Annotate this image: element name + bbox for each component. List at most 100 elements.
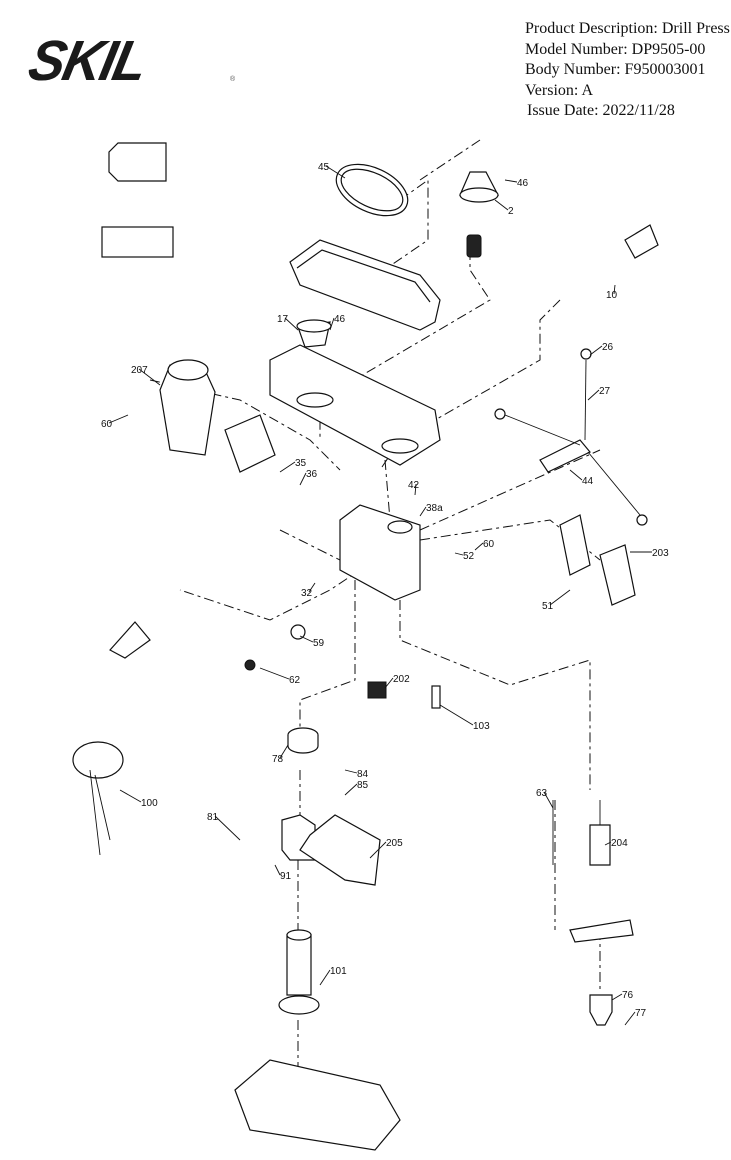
leader-line xyxy=(419,506,427,517)
part-number-label: 17 xyxy=(277,314,289,325)
leader-line xyxy=(259,667,290,680)
leader-line xyxy=(543,791,554,809)
leader-line xyxy=(279,461,296,473)
switch-203 xyxy=(599,544,636,606)
leader-line xyxy=(214,815,241,841)
leader-line xyxy=(549,589,571,606)
part-number-label: 52 xyxy=(463,551,475,562)
leader-line xyxy=(308,582,316,593)
leader-line xyxy=(474,542,484,551)
part-number-label: 62 xyxy=(289,675,301,686)
leader-line xyxy=(589,345,603,356)
parts xyxy=(72,163,659,1151)
part-number-label: 26 xyxy=(602,342,614,353)
part-number-label: 63 xyxy=(536,788,548,799)
leader-line xyxy=(274,864,281,876)
leader-line xyxy=(119,789,142,803)
part-number-label: 42 xyxy=(408,480,420,491)
part-number-label: 46 xyxy=(334,314,346,325)
leader-line xyxy=(587,389,600,401)
skil-logo: SKIL ® xyxy=(23,30,235,93)
registered-mark: ® xyxy=(230,76,236,83)
issue-date: Issue Date: 2022/11/28 xyxy=(527,102,675,119)
part-number-label: 32 xyxy=(301,588,313,599)
label-plate-outline xyxy=(101,226,174,258)
part-number-label: 76 xyxy=(622,990,634,1001)
depth-stop-clamp xyxy=(569,919,634,943)
product-info-block: Product Description: Drill Press Model N… xyxy=(525,19,730,122)
version: Version: A xyxy=(525,81,593,99)
leader-line xyxy=(504,179,518,183)
part-number-label: 44 xyxy=(582,476,594,487)
part-number-label: 205 xyxy=(386,838,403,849)
leader-line xyxy=(569,469,583,481)
leader-line xyxy=(138,368,161,386)
part-number-label: 101 xyxy=(330,966,347,977)
part-number-label: 103 xyxy=(473,721,490,732)
column-101 xyxy=(286,934,312,996)
leader-line xyxy=(454,552,464,556)
leader-line xyxy=(604,841,612,846)
part-number-label: 36 xyxy=(306,469,318,480)
part-number-label: 202 xyxy=(393,674,410,685)
part-number-label: 91 xyxy=(280,871,292,882)
feed-handle-hub-44 xyxy=(539,439,591,473)
part-number-label: 51 xyxy=(542,601,554,612)
nut-59 xyxy=(290,624,306,640)
switch-box-10 xyxy=(624,224,659,259)
leader-line xyxy=(611,993,623,1001)
key-103 xyxy=(431,685,441,709)
leader-line xyxy=(299,635,314,643)
leader-line xyxy=(494,199,509,211)
leader-line xyxy=(279,744,289,759)
base xyxy=(234,1059,401,1151)
part-number-label: 81 xyxy=(207,812,219,823)
chuck-76 xyxy=(589,994,613,1026)
part-number-label: 77 xyxy=(635,1008,647,1019)
part-number-label: 84 xyxy=(357,769,369,780)
leader-line xyxy=(624,1011,636,1026)
leader-line xyxy=(325,165,346,179)
part-number-label: 27 xyxy=(599,386,611,397)
product-description: Product Description: Drill Press xyxy=(525,20,730,37)
leader-line xyxy=(384,677,394,689)
leader-line xyxy=(344,783,358,796)
leader-line xyxy=(613,284,616,295)
switch-box-left xyxy=(109,621,151,659)
leader-line xyxy=(414,483,417,496)
table-205 xyxy=(299,814,381,886)
part-number-label: 207 xyxy=(131,365,148,376)
part-number-label: 46 xyxy=(517,178,529,189)
part-number-label: 203 xyxy=(652,548,669,559)
leader-line xyxy=(439,704,474,726)
spindle-coupler xyxy=(466,234,482,258)
depth-stop-202 xyxy=(367,681,387,699)
base-plate-housing xyxy=(269,344,441,466)
spindle-204 xyxy=(589,824,611,866)
part-number-label: 78 xyxy=(272,754,284,765)
motor-bracket xyxy=(224,414,276,473)
part-number-label: 10 xyxy=(606,290,618,301)
label-tag-outline xyxy=(108,142,167,182)
leader-line xyxy=(329,317,335,331)
power-cord-100 xyxy=(72,741,124,779)
leader-line xyxy=(299,472,307,486)
part-number-label: 60 xyxy=(101,419,113,430)
part-number-label: 59 xyxy=(313,638,325,649)
part-number-label: 85 xyxy=(357,780,369,791)
leader-line xyxy=(284,317,299,331)
leader-line xyxy=(369,841,387,859)
part-number-label: 2 xyxy=(508,206,514,217)
part-number-label: 204 xyxy=(611,838,628,849)
part-number-label: 35 xyxy=(295,458,307,469)
nut-62 xyxy=(244,659,256,671)
leader-line xyxy=(344,769,358,774)
part-number-label: 100 xyxy=(141,798,158,809)
part-number-label: 45 xyxy=(318,162,330,173)
model-number: Model Number: DP9505-00 xyxy=(525,40,706,58)
part-number-label: 60 xyxy=(483,539,495,550)
leader-line xyxy=(108,414,129,424)
body-number: Body Number: F950003001 xyxy=(525,61,706,78)
